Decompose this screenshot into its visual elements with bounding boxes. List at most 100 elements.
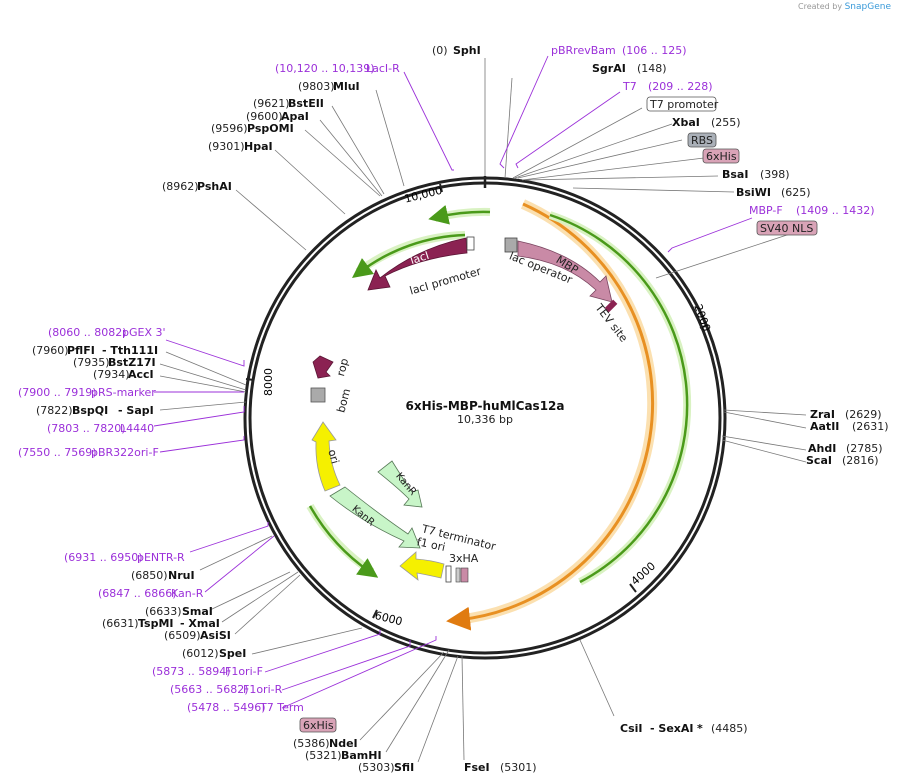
rbs-name: RBS — [691, 134, 713, 147]
pbrrev-name: pBRrevBam — [551, 44, 616, 57]
scai-name: ScaI — [806, 454, 832, 467]
bsiwi-num: (625) — [781, 186, 811, 199]
plasmid-size: 10,336 bp — [457, 413, 513, 426]
snapgene-credit: Created by SnapGene — [798, 2, 891, 12]
bsiwi-name: BsiWI — [736, 186, 771, 199]
pshai-name: PshAI — [197, 180, 232, 193]
bamhi-name: BamHI — [341, 749, 382, 762]
csii-num: (4485) — [711, 722, 748, 735]
t7term-range: (5478 .. 5496) — [187, 701, 266, 714]
bspqi-name2: - SapI — [118, 404, 154, 417]
tick-2000 — [699, 324, 709, 329]
l4440-name: L4440 — [120, 422, 154, 435]
hpai-num: (9301) — [208, 140, 245, 153]
zrai-name: ZraI — [810, 408, 835, 421]
pgex-name: pGEX 3' — [122, 326, 166, 339]
bsteii-name: BstEII — [288, 97, 324, 110]
csii-name: CsiI — [620, 722, 642, 735]
bspqi-name: BspQI — [72, 404, 108, 417]
ndei-name: NdeI — [329, 737, 358, 750]
laci-promoter-label: lacI promoter — [408, 265, 483, 298]
tick-label-10000: 10,000 — [403, 184, 444, 206]
t7-promoter-name: T7 promoter — [649, 98, 719, 111]
apai-num: (9600) — [246, 110, 283, 123]
smai-num: (6633) — [145, 605, 182, 618]
tick-8000 — [245, 378, 255, 381]
smai-name: SmaI — [182, 605, 213, 618]
scai-num: (2816) — [842, 454, 879, 467]
bom-label: bom — [334, 387, 353, 414]
sfii-num: (5303) — [358, 761, 395, 774]
ahdi-num: (2785) — [846, 442, 883, 455]
psp-num: (9596) — [211, 122, 248, 135]
t7term-name: T7 Term — [259, 701, 304, 714]
pbrrev-range: (106 .. 125) — [622, 44, 687, 57]
acci-num: (7934) — [93, 368, 130, 381]
prs-range: (7900 .. 7919) — [18, 386, 97, 399]
tick-4000 — [629, 583, 637, 593]
aatii-name: AatII — [810, 420, 839, 433]
mlui-num: (9803) — [298, 80, 335, 93]
rop-arrow — [312, 355, 334, 379]
tspmi-name2: - XmaI — [180, 617, 220, 630]
sv40-name: SV40 NLS — [760, 222, 813, 235]
cds-arc — [446, 202, 655, 631]
credit-prefix: Created by — [798, 2, 843, 11]
leader-lines — [159, 58, 807, 763]
nrui-name: NruI — [168, 569, 195, 582]
his-bot-name: 6xHis — [303, 719, 334, 732]
bstz-name: BstZ17I — [108, 356, 156, 369]
mbp-f-range: (1409 .. 1432) — [796, 204, 875, 217]
rop-label: rop — [334, 357, 351, 378]
tev-site-box — [604, 299, 618, 313]
green-arc-laci-line — [352, 233, 466, 279]
tick-10000 — [439, 183, 443, 193]
psp-name: PspOMI — [247, 122, 294, 135]
plasmid-name: 6xHis-MBP-huMlCas12a — [405, 399, 564, 413]
sgrai-name: SgrAI — [592, 62, 626, 75]
ori-arrow — [311, 421, 341, 492]
mbp-f-name: MBP-F — [749, 204, 783, 217]
acci-name: AccI — [128, 368, 154, 381]
sphi-num: (0) — [432, 44, 448, 57]
pflfi-name2: - Tth111I — [102, 344, 158, 357]
l4440-range: (7803 .. 7820) — [47, 422, 126, 435]
tick-6000 — [372, 609, 378, 619]
prs-name: pRS-marker — [91, 386, 156, 399]
primer-lines — [153, 55, 753, 709]
asisi-num: (6509) — [164, 629, 201, 642]
tick-label-8000: 8000 — [262, 368, 275, 396]
hpai-name: HpaI — [244, 140, 273, 153]
fsei-name: FseI — [464, 761, 490, 774]
bsai-num: (398) — [760, 168, 790, 181]
t7-range: (209 .. 228) — [648, 80, 713, 93]
ha-box-1 — [455, 567, 461, 583]
rbs-box — [687, 132, 717, 148]
bom-box — [310, 387, 326, 403]
kan-r-range: (6847 .. 6866) — [98, 587, 177, 600]
mbp-arrow — [517, 240, 613, 303]
tspmi-num: (6631) — [102, 617, 139, 630]
asisi-name: AsiSI — [200, 629, 231, 642]
lac-operator-box — [504, 237, 518, 253]
sphi-name: SphI — [453, 44, 481, 57]
fsei-num: (5301) — [500, 761, 537, 774]
csii-star: * — [697, 722, 703, 735]
his-top-name: 6xHis — [706, 150, 737, 163]
sv40-box — [756, 220, 818, 236]
f1ori-r-name: F1ori-R — [243, 683, 283, 696]
f1-ori-arrow — [399, 551, 445, 581]
pentr-name: pENTR-R — [137, 551, 185, 564]
laci-promoter-box — [466, 236, 475, 251]
xbai-name: XbaI — [672, 116, 700, 129]
laci-arrow — [367, 237, 468, 291]
green-arc-top-line — [428, 205, 491, 225]
pbr322-name: pBR322ori-F — [91, 446, 159, 459]
ha-box-2 — [460, 567, 469, 583]
laci-r-name: LacI-R — [366, 62, 400, 75]
apai-name: ApaI — [281, 110, 309, 123]
ndei-num: (5386) — [293, 737, 330, 750]
kan-r-name: Kan-R — [171, 587, 204, 600]
ori-label: ori — [325, 448, 341, 465]
